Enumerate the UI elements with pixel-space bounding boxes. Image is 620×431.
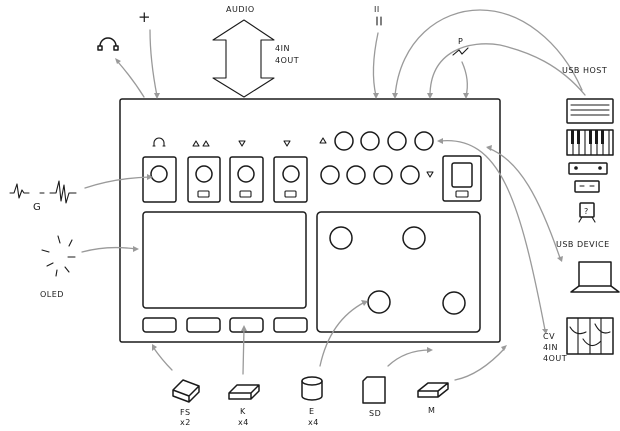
oled-burst-icon xyxy=(41,235,76,277)
encoder-panel xyxy=(316,211,481,333)
audio-label: AUDIO xyxy=(226,5,255,14)
connection-arrows xyxy=(81,9,586,381)
down-triangle-icon-a xyxy=(238,140,246,147)
usb-device-label: USB DEVICE xyxy=(556,240,610,249)
mini-display-module xyxy=(442,155,482,202)
up-triangle-icon-b xyxy=(202,140,210,147)
modular-synth-icon xyxy=(566,317,614,355)
expression-pedal-icon xyxy=(301,376,323,401)
knob-module-output-b xyxy=(273,156,308,203)
round-button[interactable] xyxy=(320,165,340,185)
footswitch-icon xyxy=(172,379,200,403)
cv-in-label: 4IN xyxy=(543,343,558,352)
cv-out-label: 4OUT xyxy=(543,354,567,363)
usb-host-devices: ? xyxy=(566,98,614,223)
interface-icon xyxy=(574,180,600,193)
knob[interactable] xyxy=(150,165,168,183)
down-triangle-icon-b xyxy=(283,140,291,147)
led xyxy=(284,190,297,198)
e-count-label: x4 xyxy=(308,418,319,427)
encoder[interactable] xyxy=(329,226,353,250)
keycap-label: ? xyxy=(584,207,589,216)
fs-label: FS xyxy=(180,408,191,417)
encoder[interactable] xyxy=(442,291,466,315)
device-body xyxy=(119,98,501,343)
led xyxy=(455,190,469,198)
key-button[interactable] xyxy=(273,317,308,333)
headphones-icon xyxy=(97,37,119,51)
controller-icon xyxy=(568,162,608,175)
keyboard-icon xyxy=(566,98,614,124)
knob-module-headphone xyxy=(142,156,177,203)
knob[interactable] xyxy=(237,165,255,183)
g-label: G xyxy=(33,202,41,213)
pause-icon xyxy=(376,16,382,26)
down-triangle-icon-c xyxy=(426,171,434,178)
round-button[interactable] xyxy=(360,131,380,151)
usb-host-label: USB HOST xyxy=(562,66,607,75)
led xyxy=(239,190,252,198)
encoder[interactable] xyxy=(402,226,426,250)
fs-count-label: x2 xyxy=(180,418,191,427)
p-squiggle-icon xyxy=(452,47,469,56)
up-triangle-icon-c xyxy=(319,137,327,144)
pause-label: II xyxy=(374,5,380,14)
encoder[interactable] xyxy=(367,290,391,314)
knob-module-input xyxy=(187,156,221,203)
gate-waveform-icon xyxy=(9,180,77,204)
laptop-icon xyxy=(570,261,620,293)
key-button[interactable] xyxy=(229,317,264,333)
knob[interactable] xyxy=(195,165,213,183)
audio-double-arrow xyxy=(212,19,275,98)
oled-screen xyxy=(142,211,307,309)
up-triangle-icon-a xyxy=(192,140,200,147)
knob[interactable] xyxy=(282,165,300,183)
keycap-icon xyxy=(579,202,595,218)
round-button[interactable] xyxy=(373,165,393,185)
e-label: E xyxy=(309,407,315,416)
sd-label: SD xyxy=(369,409,381,418)
plus-label: + xyxy=(138,8,151,26)
led xyxy=(197,190,210,198)
m-label: M xyxy=(428,406,435,415)
cv-label: CV xyxy=(543,332,555,341)
audio-in-label: 4IN xyxy=(275,44,290,53)
keyboard-k-icon xyxy=(228,384,260,400)
key-button[interactable] xyxy=(142,317,177,333)
k-count-label: x4 xyxy=(238,418,249,427)
oled-label: OLED xyxy=(40,290,64,299)
k-label: K xyxy=(240,407,246,416)
p-label: P xyxy=(458,37,463,46)
round-button[interactable] xyxy=(346,165,366,185)
button-grid xyxy=(320,131,434,185)
round-button[interactable] xyxy=(400,165,420,185)
mini-screen xyxy=(451,162,473,188)
knob-module-output-a xyxy=(229,156,264,203)
round-button[interactable] xyxy=(387,131,407,151)
sd-card-icon xyxy=(362,376,386,404)
headphone-icon xyxy=(152,137,166,147)
device xyxy=(119,98,501,343)
round-button[interactable] xyxy=(334,131,354,151)
key-button[interactable] xyxy=(186,317,221,333)
round-button[interactable] xyxy=(414,131,434,151)
midi-device-icon xyxy=(417,382,449,398)
audio-out-label: 4OUT xyxy=(275,56,299,65)
